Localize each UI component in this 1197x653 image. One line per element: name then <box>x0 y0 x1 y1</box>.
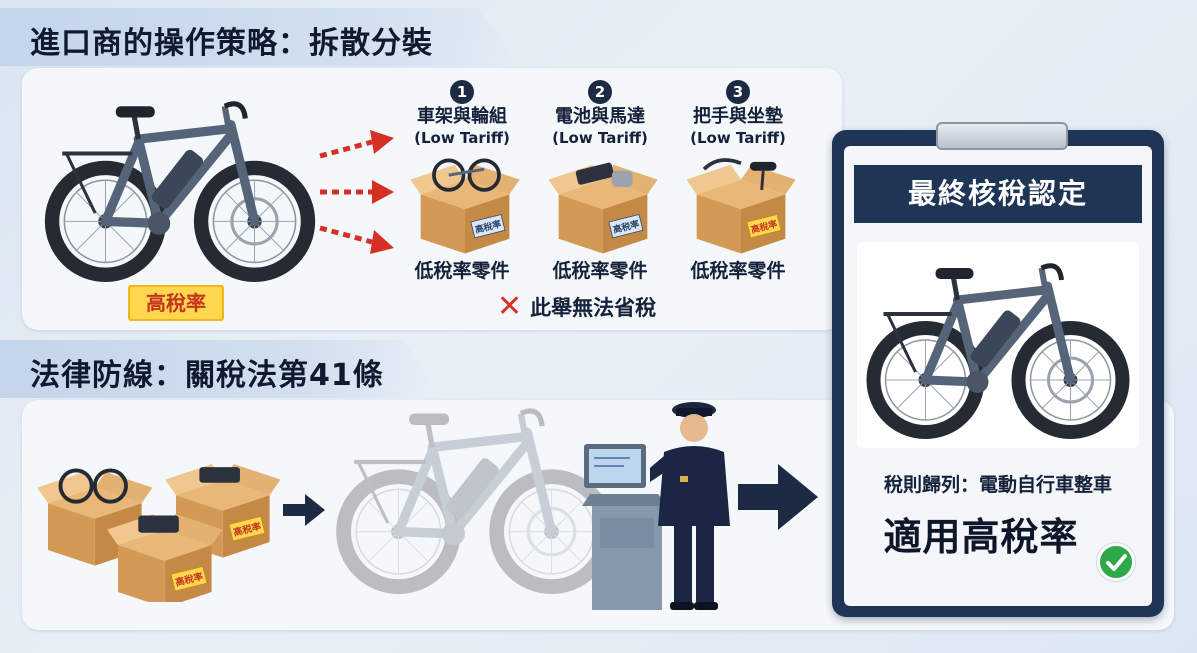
split-arrows <box>319 130 394 254</box>
section1-banner <box>0 8 520 66</box>
box-handlebar-seat: 高稅率 <box>686 158 796 254</box>
box-stack: 高税率 高稅率 <box>37 464 280 602</box>
part-label-3: 低稅率零件 <box>690 260 786 282</box>
clipboard-clip <box>936 122 1068 150</box>
step-number: 3 <box>726 80 750 104</box>
step-tariff: (Low Tariff) <box>690 129 786 147</box>
section2-banner <box>0 340 440 398</box>
customs-officer <box>650 402 730 610</box>
step-tariff: (Low Tariff) <box>414 129 510 147</box>
step-1-header: 1 車架與輪組 (Low Tariff) <box>397 80 527 148</box>
whole-bike-image <box>40 98 320 283</box>
check-icon <box>1097 543 1135 581</box>
section1-title: 進口商的操作策略：拆散分裝 <box>30 26 433 61</box>
step-label: 把手與坐墊 <box>693 106 783 127</box>
high-tax-badge: 高稅率 <box>128 285 224 321</box>
fail-note: ✕ 此舉無法省稅 <box>497 292 656 322</box>
tariff-classification: 稅則歸列：電動自行車整車 <box>883 474 1112 496</box>
step-label: 電池與馬達 <box>555 106 645 127</box>
part-label-1: 低稅率零件 <box>414 260 510 282</box>
box-battery-motor: 高税率 <box>548 162 658 254</box>
clipboard-bike-image <box>862 260 1134 440</box>
step-number: 1 <box>450 80 474 104</box>
small-arrow-icon <box>283 494 325 526</box>
clipboard-header: 最終核稅認定 <box>854 165 1142 223</box>
assembled-bike-ghost <box>330 405 620 595</box>
big-arrow-icon <box>738 464 818 530</box>
part-label-2: 低稅率零件 <box>552 260 648 282</box>
step-tariff: (Low Tariff) <box>552 129 648 147</box>
step-2-header: 2 電池與馬達 (Low Tariff) <box>535 80 665 148</box>
fail-note-text: 此舉無法省稅 <box>530 296 657 320</box>
step-label: 車架與輪組 <box>417 106 507 127</box>
verdict-text: 適用高稅率 <box>883 515 1079 559</box>
box-frame-wheels: 高稅率 <box>410 158 520 254</box>
customs-terminal <box>582 444 668 610</box>
cross-icon: ✕ <box>497 289 523 324</box>
step-3-header: 3 把手與坐墊 (Low Tariff) <box>673 80 803 148</box>
step-number: 2 <box>588 80 612 104</box>
section2-title: 法律防線：關稅法第41條 <box>30 358 384 393</box>
